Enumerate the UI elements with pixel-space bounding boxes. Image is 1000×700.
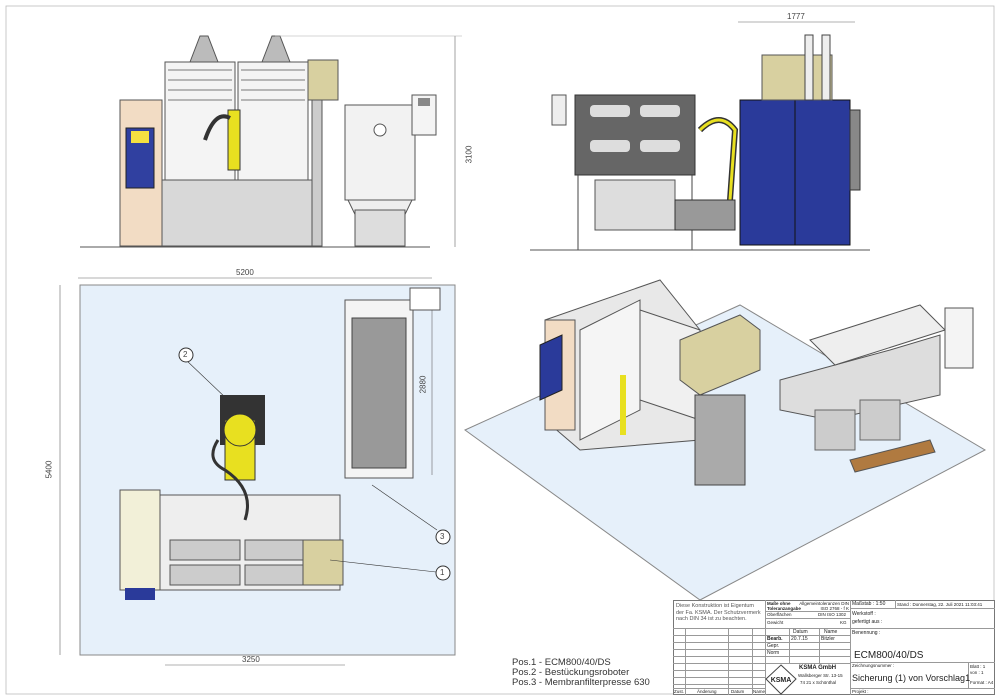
row-gepr-label: Gepr. (767, 643, 780, 649)
dimension-press-length: 2880 (418, 375, 428, 394)
general-tolerance: Allgemeintoleranzen DIN ISO 2768 - f K (799, 601, 849, 611)
title-block (673, 600, 995, 695)
drawing-number-label: Zeichnungsnummer : (852, 663, 895, 668)
company-name: KSMA GmbH (799, 665, 837, 671)
plan-view (59, 277, 456, 666)
row-bearb-date: 20.7.15 (791, 636, 808, 642)
weight-value: KG (840, 620, 847, 625)
date-header: Datum (793, 629, 808, 635)
row-norm-label: Norm (767, 650, 780, 656)
designation-label: Benennung : (852, 630, 881, 636)
svg-text:KSMA: KSMA (771, 677, 792, 684)
balloon-1 (435, 565, 451, 581)
balloon-3-label: 3 (440, 532, 445, 541)
front-view (80, 35, 462, 248)
sheet-count: von : 1 (970, 670, 984, 675)
made-from: gefertigt aus : (852, 619, 883, 625)
position-3: Pos.3 - Membranfilterpresse 630 (512, 677, 650, 688)
status-timestamp: Stand : Donnerstag, 22. Juli 2021 11:03:… (897, 602, 983, 607)
dimension-front-height: 3100 (464, 145, 474, 164)
sheet-number: Blatt : 1 (970, 664, 986, 669)
ksma-logo: KSMA (765, 664, 797, 695)
position-2: Pos.2 - Bestückungsroboter (512, 667, 630, 678)
sheet-frame (5, 5, 995, 695)
designation: ECM800/40/DS (854, 650, 924, 661)
change-header-change: Änderung (697, 689, 717, 694)
position-1: Pos.1 - ECM800/40/DS (512, 657, 611, 668)
balloon-2 (178, 347, 194, 363)
balloon-1-label: 1 (440, 568, 445, 577)
drawing-number: Sicherung (1) von Vorschlag1 (852, 673, 971, 683)
tolerance-label: Maße ohne Toleranzangabe (767, 601, 801, 611)
material: Werkstoff : (852, 611, 876, 617)
paper-format: Format : A4 (970, 680, 994, 685)
company-street: Wallsberger Str. 13-15 (798, 673, 843, 678)
dimension-machine-width: 3250 (242, 655, 260, 664)
balloon-2-label: 2 (183, 350, 188, 359)
isometric-view (464, 279, 987, 601)
surface-value: DIN ISO 1302 (818, 612, 847, 617)
scale: Maßstab : 1:50 (852, 601, 886, 607)
surface-label: Oberflächen (767, 612, 792, 617)
balloon-3 (435, 529, 451, 545)
row-bearb-name: Bitzler (821, 636, 835, 642)
row-bearb-label: Bearb. (767, 636, 783, 642)
change-header-name: Name (753, 689, 766, 694)
side-view (530, 21, 870, 251)
weight-label: Gewicht (767, 620, 784, 625)
dimension-side-width: 1777 (787, 12, 805, 21)
company-city: 74 21 x Schönthal (800, 680, 837, 685)
dimension-plan-width: 5200 (236, 268, 254, 277)
change-header-date: Datum (731, 689, 745, 694)
name-header: Name (824, 629, 838, 635)
dimension-plan-depth: 5400 (44, 460, 54, 479)
change-header-status: Zust. (674, 689, 685, 694)
project-label: Projekt : (852, 689, 869, 694)
